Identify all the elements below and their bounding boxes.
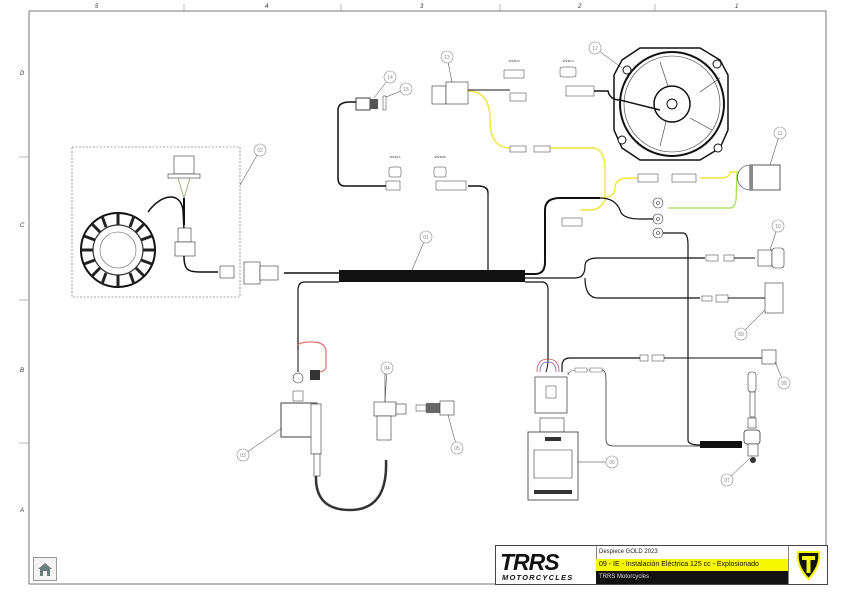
callout-label: 07 <box>724 478 730 484</box>
ignition-coil[interactable] <box>280 341 388 512</box>
callout-10: 10 <box>769 219 785 251</box>
connector-view-label: VISTA D <box>508 59 520 63</box>
instrument-connector[interactable] <box>701 282 784 314</box>
callout-05: 05 <box>447 414 464 455</box>
callout-label: 08 <box>781 381 787 387</box>
callout-label: 05 <box>454 446 460 452</box>
zone-label-layer: 5 4 3 2 1D C B A VISTA A VISTA B VISTA D VISTA C <box>19 4 738 514</box>
callout-label: 09 <box>738 332 744 338</box>
logo-brand-sub: MOTORCYCLES <box>502 573 573 582</box>
stator-cable <box>147 196 185 231</box>
stator[interactable] <box>80 212 156 288</box>
harness-branch-right-lower <box>525 257 705 279</box>
callout-02: 02 <box>239 143 267 186</box>
relay-wire-yellow <box>467 90 520 149</box>
title-info: Despiece GOLD 2023 09 - IE - Instalación… <box>596 546 788 584</box>
logo-brand-main: TRRS <box>500 549 560 575</box>
callout-label: 06 <box>609 460 615 466</box>
ecu[interactable] <box>527 349 777 501</box>
row-zone-label: A <box>19 508 24 514</box>
ground-wire-green <box>668 171 738 209</box>
callout-14: 14 <box>373 70 397 99</box>
harness-branch-ecu <box>297 281 339 350</box>
callout-label: 11 <box>777 131 782 137</box>
callout-label: 13 <box>444 55 450 61</box>
column-zone-label: 5 <box>95 4 99 10</box>
column-zone-label: 3 <box>420 4 424 10</box>
connector-vista-a[interactable] <box>385 166 402 191</box>
callout-label: 03 <box>240 453 246 459</box>
main-harness-sleeve[interactable] <box>339 270 525 282</box>
callout-label: 04 <box>384 366 390 372</box>
fuel-injector[interactable] <box>743 371 761 463</box>
callout-label: 15 <box>403 87 409 93</box>
home-icon <box>38 562 52 576</box>
title-block: TRRS MOTORCYCLES Despiece GOLD 2023 09 -… <box>495 545 828 585</box>
callout-09: 09 <box>734 309 766 341</box>
temperature-sensor[interactable] <box>355 95 387 111</box>
callout-label: 02 <box>257 148 263 154</box>
trrs-logo: TRRS MOTORCYCLES <box>496 546 597 584</box>
spark-plug[interactable] <box>415 400 455 416</box>
callout-label: 12 <box>592 46 598 52</box>
callout-label: 01 <box>423 235 429 241</box>
fan-thermo-switch[interactable] <box>737 164 781 191</box>
spark-plug-cap[interactable] <box>373 372 407 441</box>
ground-ring-terminals[interactable] <box>652 197 664 239</box>
ignition-switch[interactable] <box>705 247 785 269</box>
column-zone-label: 1 <box>735 4 738 10</box>
harness-branch-left-top <box>337 101 386 187</box>
title-line-1: Despiece GOLD 2023 <box>599 549 658 555</box>
radiator-fan[interactable] <box>613 47 729 161</box>
home-button[interactable] <box>33 557 57 581</box>
callout-label: 10 <box>775 224 781 230</box>
callout-07: 07 <box>720 457 751 487</box>
connector-vista-d[interactable] <box>503 69 525 79</box>
callout-04: 04 <box>380 361 394 403</box>
relay[interactable] <box>431 81 527 105</box>
row-zone-label: C <box>20 223 25 229</box>
callout-15: 15 <box>385 82 413 98</box>
title-line-2: 09 - IE - Instalación Eléctrica 125 cc -… <box>596 559 788 571</box>
trrs-badge <box>788 546 828 584</box>
connector-vista-b[interactable] <box>433 166 467 191</box>
callout-03: 03 <box>236 427 283 462</box>
column-zone-label: 2 <box>577 4 582 10</box>
stator-plug[interactable] <box>219 265 235 279</box>
callout-01: 01 <box>411 230 433 271</box>
callout-13: 13 <box>440 50 454 83</box>
main-harness-plug[interactable] <box>243 261 279 285</box>
stator-group-box <box>71 146 241 298</box>
callout-11: 11 <box>769 126 787 166</box>
connector-view-label: VISTA A <box>390 155 401 159</box>
connector-view-label: VISTA B <box>434 155 445 159</box>
relay-connector[interactable] <box>509 145 527 153</box>
title-line-3: TRRS Motorcycles <box>596 571 788 584</box>
harness-branch-top <box>525 197 600 275</box>
zone-ticks <box>19 4 656 444</box>
row-zone-label: D <box>20 71 25 77</box>
pickup-sensor[interactable] <box>167 155 201 257</box>
harness-branch-right <box>525 281 549 360</box>
row-zone-label: B <box>20 368 24 374</box>
callout-label: 14 <box>387 75 393 81</box>
stator-plug-cable <box>183 255 218 273</box>
connector-view-label: VISTA C <box>562 59 574 63</box>
trrs-shield-icon <box>796 551 821 581</box>
column-zone-label: 4 <box>265 4 269 10</box>
callout-06: 06 <box>578 455 619 469</box>
callout-08: 08 <box>774 361 791 390</box>
callout-layer: 01 02 03 04 05 06 07 08 09 10 11 12 13 14 15 <box>236 41 791 487</box>
callout-12: 12 <box>588 41 623 69</box>
drawing-frame <box>28 10 827 585</box>
connector-vista-c[interactable] <box>559 66 577 78</box>
